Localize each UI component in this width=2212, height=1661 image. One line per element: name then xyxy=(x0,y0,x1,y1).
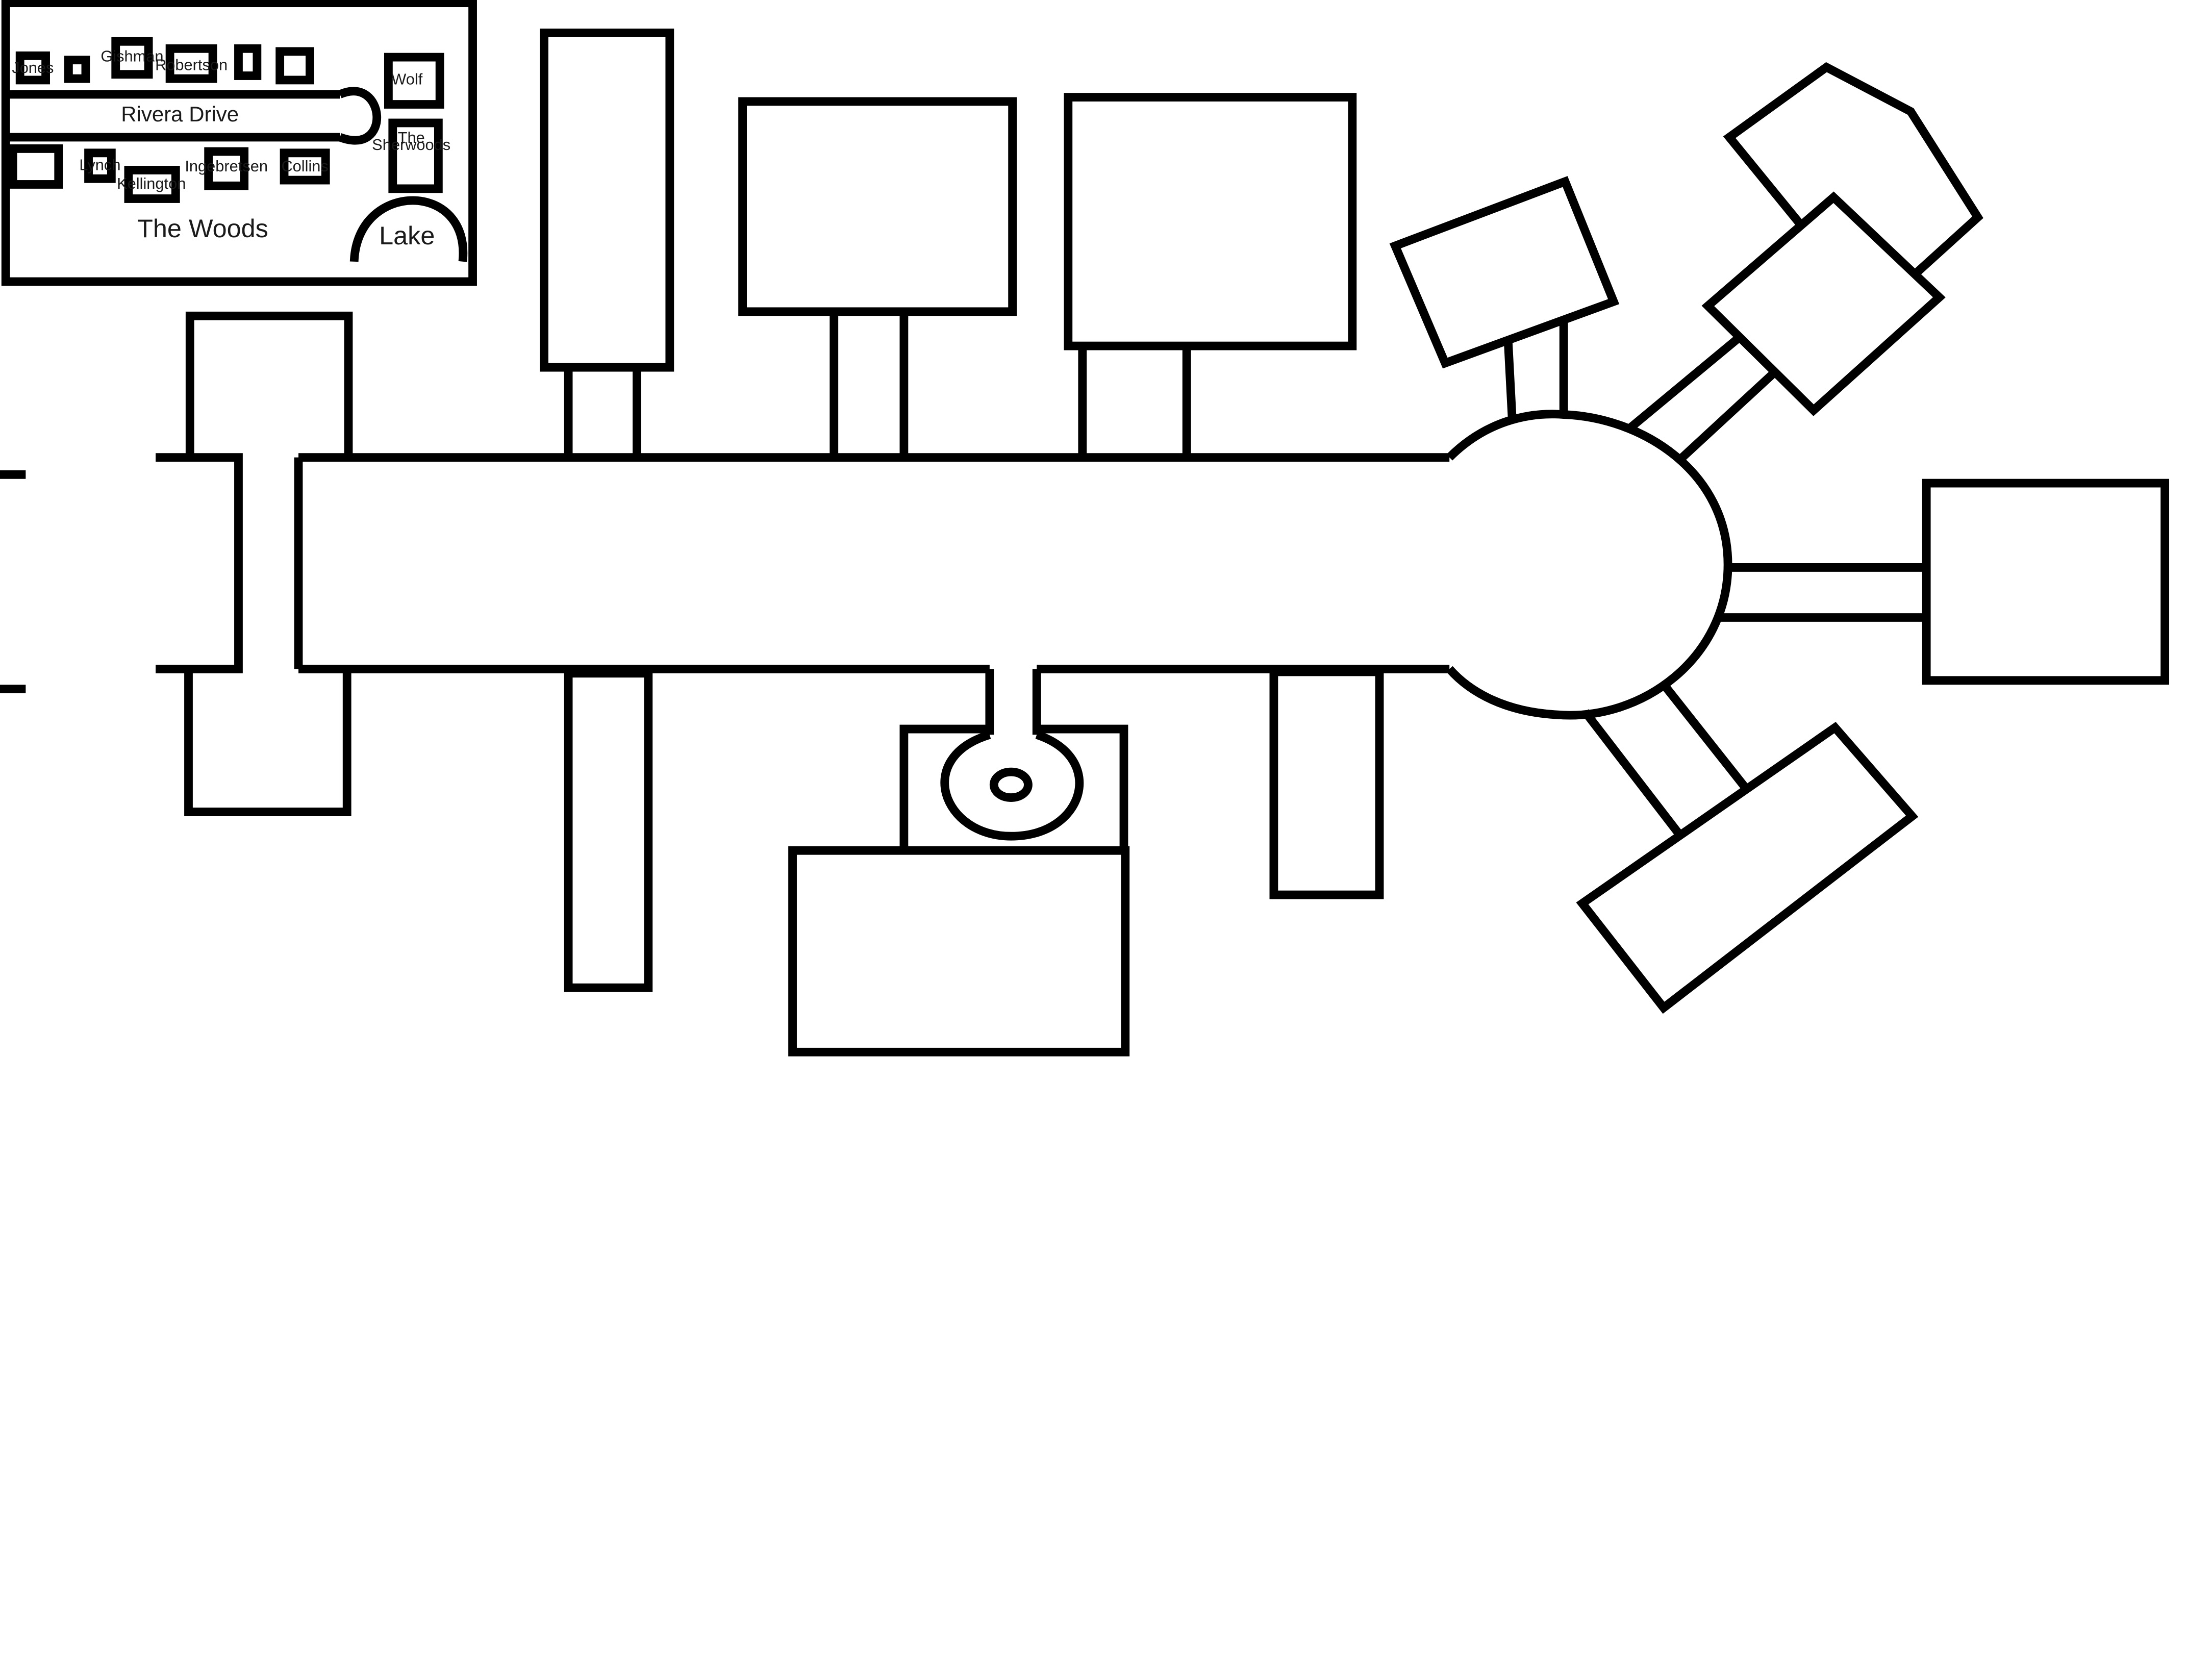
lot-bottom-center xyxy=(788,846,1130,1056)
lot-cul-de-sac-northeast-pentagon xyxy=(1723,62,1983,275)
inset-house-lynch-label: Lynch xyxy=(79,156,120,173)
driveway-bottom-center xyxy=(985,669,1041,735)
roundabout-center xyxy=(989,767,1033,802)
inset-house-jones xyxy=(15,51,50,85)
inset-house-lynch xyxy=(84,148,116,183)
driveway-cul-de-sac-east xyxy=(1721,563,1927,622)
lot-tall-top xyxy=(540,29,674,372)
inset-house-kellington xyxy=(124,166,180,203)
inset-house-wolf xyxy=(384,53,444,109)
inset-house-sherwoods-label-2: Sherwoods xyxy=(372,136,450,154)
lot-bottom-center-frame xyxy=(899,724,1128,851)
roundabout-ring xyxy=(940,731,1084,841)
lot-cul-de-sac-east xyxy=(1922,479,2170,685)
inset-house-gishman xyxy=(111,37,153,79)
inset-house-kellington-label: Kellington xyxy=(117,174,186,192)
inset-house-collins xyxy=(280,148,330,185)
lot-bottom-left xyxy=(184,669,351,816)
inset-house-jones-label: Jones xyxy=(12,59,54,77)
driveway-top-right xyxy=(1078,346,1191,458)
lot-bottom-tall xyxy=(564,669,653,992)
inset-house-robertson-label: Robertson xyxy=(155,56,228,73)
inset-house-sherwoods-label-1: The xyxy=(398,129,425,146)
driveway-cul-de-sac-north xyxy=(1503,320,1568,421)
inset-area-label: The Woods xyxy=(137,214,268,243)
inset-house-left xyxy=(8,144,63,189)
driveway-top-middle xyxy=(830,311,909,458)
inset-cul-de-sac xyxy=(338,87,382,145)
lot-top-left xyxy=(185,311,353,458)
inset-street-label: Rivera Drive xyxy=(121,102,239,126)
inset-map: Rivera Drive Jones Gishman Robertson Wol… xyxy=(1,0,477,286)
lot-cul-de-sac-southeast xyxy=(1576,722,1919,1014)
inset-house-collins-label: Collins xyxy=(281,157,328,175)
driveway-cul-de-sac-southeast xyxy=(1581,683,1750,839)
inset-house-square xyxy=(275,47,314,85)
inset-house-wolf-label: Wolf xyxy=(391,70,422,88)
inset-house-robertson xyxy=(165,44,217,83)
lot-bottom-right xyxy=(1269,667,1384,899)
driveway-cul-de-sac-northeast xyxy=(1628,334,1775,462)
inset-lake xyxy=(349,196,468,262)
lot-cul-de-sac-northeast-diamond xyxy=(1701,191,1946,416)
inset-map-frame xyxy=(1,0,477,286)
lot-top-middle xyxy=(738,97,1017,316)
inset-house-small xyxy=(64,56,90,83)
inset-house-sherwoods xyxy=(388,118,443,193)
inset-house-gishman-label: Gishman xyxy=(100,47,163,65)
inset-lake-label: Lake xyxy=(379,221,435,250)
inset-house-ingebretsen-label: Ingebretsen xyxy=(185,157,268,175)
road-top-left-segment xyxy=(156,453,243,673)
inset-house-narrow xyxy=(234,44,262,80)
lot-cul-de-sac-north xyxy=(1389,176,1620,369)
inset-house-ingebretsen xyxy=(204,147,249,190)
lot-top-right xyxy=(1064,93,1357,350)
driveway-tall-top xyxy=(564,367,641,458)
main-plan xyxy=(0,29,2170,1056)
